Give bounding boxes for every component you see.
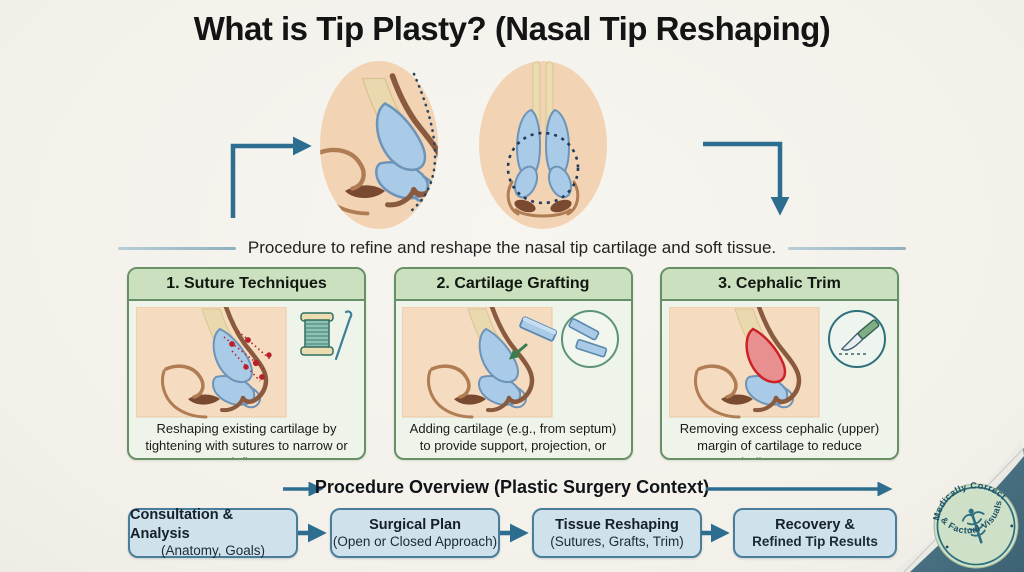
graft-piece: [519, 316, 558, 342]
graft-insertion-arrow: [508, 343, 528, 360]
flow-step-line2: (Sutures, Grafts, Trim): [550, 533, 684, 549]
flow-step-tissue-reshaping: Tissue Reshaping (Sutures, Grafts, Trim): [532, 508, 702, 558]
page-title: What is Tip Plasty? (Nasal Tip Reshaping…: [193, 10, 831, 47]
overview-heading: Procedure Overview (Plastic Surgery Cont…: [314, 477, 710, 497]
nose-anatomy-illustration: [230, 61, 790, 229]
flow-step-line2: (Anatomy, Goals): [160, 542, 266, 558]
flow-arrow-3: [701, 523, 730, 543]
flow-step-line1: Tissue Reshaping: [555, 516, 679, 533]
overview-arrow-left: [283, 482, 324, 496]
grafting-illustration: [402, 307, 619, 419]
arrow-to-side-view: [230, 136, 312, 218]
flow-step-consultation: Consultation & Analysis (Anatomy, Goals): [128, 507, 298, 558]
overview-row: Procedure Overview (Plastic Surgery Cont…: [0, 477, 1024, 501]
flow-step-line1: Surgical Plan: [369, 516, 461, 533]
card-cephalic-trim: 3. Cephalic Trim Removing excess cephali…: [660, 267, 899, 460]
card-description: Adding cartilage (e.g., from septum) to …: [409, 421, 617, 458]
subtitle-rule-left: [117, 246, 236, 250]
card-description: Removing excess cephalic (upper) margin …: [679, 421, 880, 458]
nose-side-view: [320, 61, 438, 229]
thread-and-needle-icon: [299, 310, 352, 361]
caduceus-icon: [961, 508, 986, 544]
suture-stitches: [223, 330, 272, 382]
card-title: 3. Cephalic Trim: [662, 269, 897, 301]
flow-arrow-2: [500, 523, 529, 543]
graft-pieces-icon: [561, 310, 619, 368]
medical-seal: Medically Correct & Factual Visuals: [923, 470, 1019, 569]
scalpel-icon: [827, 310, 886, 368]
cephalic-trim-illustration: [668, 307, 886, 419]
subtitle-rule-right: [788, 246, 907, 250]
flow-step-surgical-plan: Surgical Plan (Open or Closed Approach): [330, 508, 500, 558]
card-title: 2. Cartilage Grafting: [395, 269, 631, 301]
arrow-from-front-view: [703, 141, 790, 216]
card-title: 1. Suture Techniques: [129, 269, 364, 301]
flow-arrow-1: [298, 523, 327, 543]
card-description: Reshaping existing cartilage by tighteni…: [145, 421, 348, 458]
suture-illustration: [135, 307, 352, 419]
flow-step-line1: Consultation & Analysis: [130, 507, 234, 542]
flow-step-line2: Refined Tip Results: [752, 533, 878, 549]
overview-arrow-right: [706, 482, 893, 496]
nose-front-view: [479, 61, 607, 229]
subtitle-text: Procedure to refine and reshape the nasa…: [247, 238, 777, 257]
dotted-contour-line: [409, 72, 437, 213]
dotted-tip-circle: [506, 131, 580, 205]
subtitle-row: Procedure to refine and reshape the nasa…: [0, 238, 1024, 258]
flow-step-recovery: Recovery & Refined Tip Results: [733, 508, 897, 558]
flow-step-line2: (Open or Closed Approach): [332, 533, 498, 549]
card-cartilage-grafting: 2. Cartilage Grafting: [393, 267, 633, 460]
technique-cards: 1. Suture Techniques: [127, 267, 899, 460]
flow-step-line1: Recovery &: [775, 516, 855, 533]
card-suture-techniques: 1. Suture Techniques: [127, 267, 366, 460]
